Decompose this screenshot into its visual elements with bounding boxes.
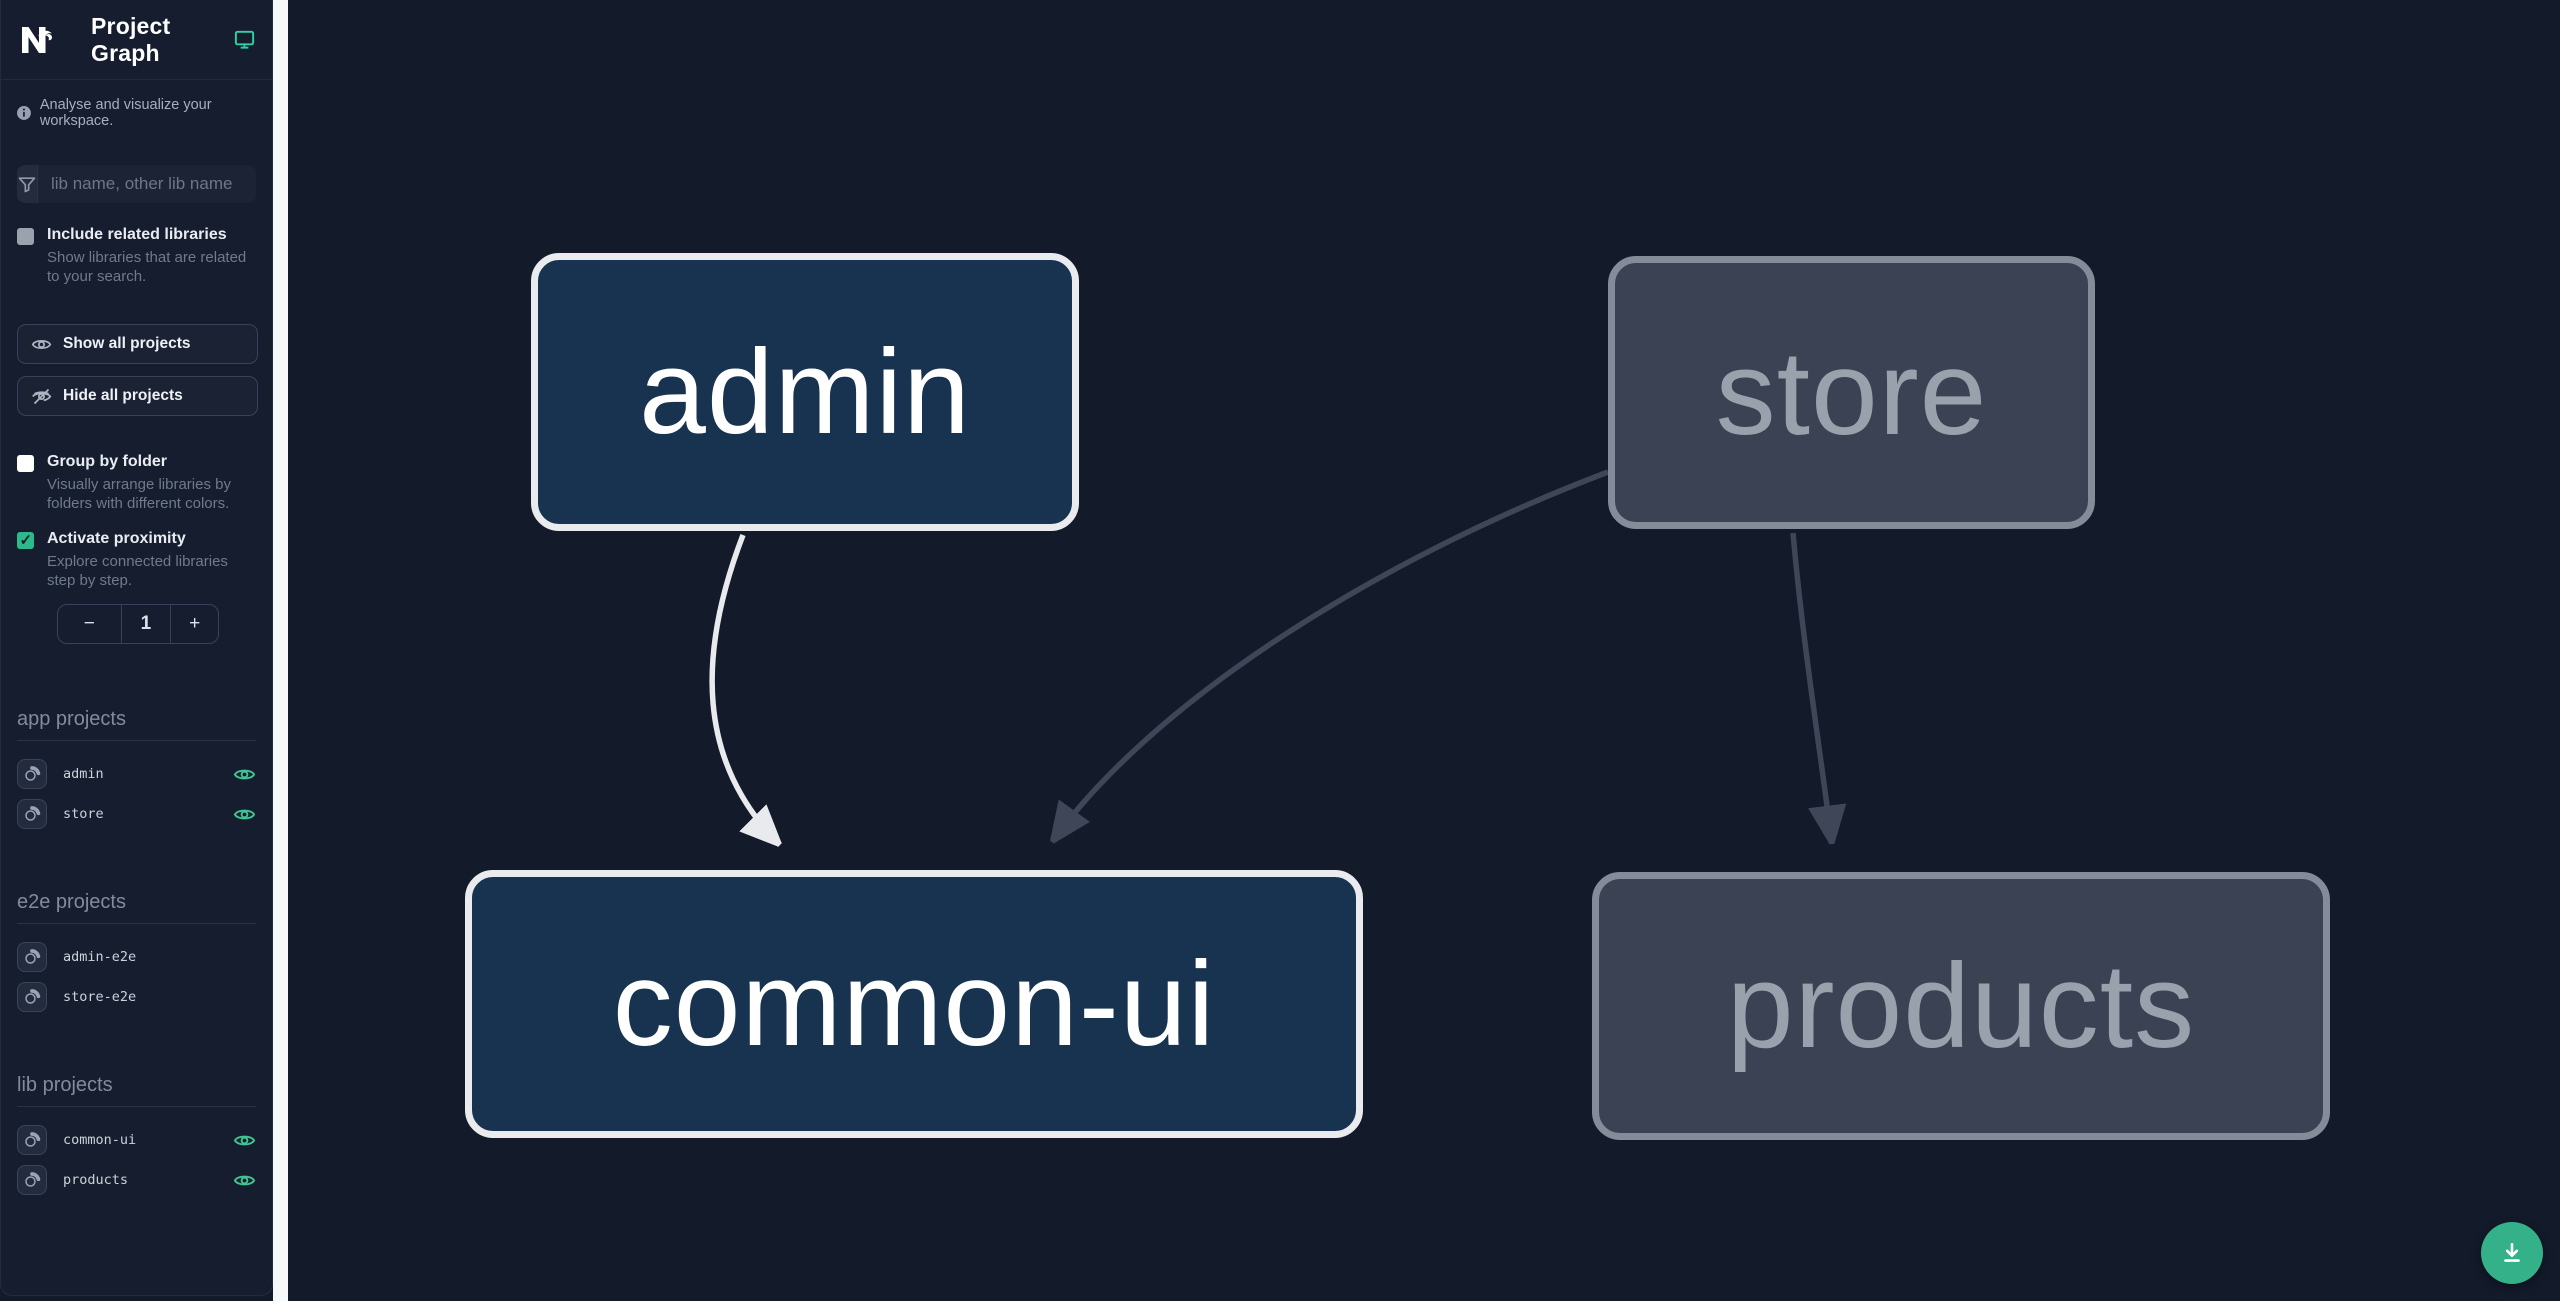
edge-store-to-common-ui: [1052, 469, 1609, 842]
focus-project-button[interactable]: [17, 942, 47, 972]
info-icon: [17, 106, 31, 120]
nx-logo-icon: [22, 26, 53, 53]
project-row-admin: admin: [17, 759, 256, 789]
option-description: Visually arrange libraries by folders wi…: [47, 476, 231, 512]
focus-icon: [25, 989, 41, 1004]
eye-toggle-icon[interactable]: [233, 803, 256, 826]
sidebar: Project Graph Analyse and visualize your…: [0, 0, 273, 1296]
graph-node-admin[interactable]: admin: [531, 253, 1079, 531]
stepper-increment-button[interactable]: +: [170, 605, 218, 643]
project-row-store: store: [17, 799, 256, 829]
node-label: products: [1726, 939, 2196, 1073]
project-row-products: products: [17, 1165, 256, 1195]
graph-node-products[interactable]: products: [1592, 872, 2330, 1140]
hide-all-projects-button[interactable]: Hide all projects: [17, 376, 258, 416]
option-group-by-folder: Group by folder Visually arrange librari…: [17, 452, 256, 513]
search-input[interactable]: [38, 165, 256, 203]
activate-proximity-checkbox[interactable]: [17, 531, 34, 549]
stepper-decrement-button[interactable]: −: [58, 605, 122, 643]
option-label: Group by folder: [47, 453, 167, 470]
eye-toggle-icon[interactable]: [233, 1129, 256, 1152]
include-related-checkbox[interactable]: [17, 228, 34, 245]
node-label: admin: [639, 325, 971, 459]
focus-icon: [25, 1132, 41, 1147]
focus-icon: [25, 949, 41, 964]
focus-icon: [25, 806, 41, 821]
project-row-admin-e2e: admin-e2e: [17, 942, 256, 972]
monitor-icon: [233, 28, 256, 51]
sidebar-header: Project Graph: [1, 0, 272, 80]
group-by-folder-checkbox[interactable]: [17, 455, 34, 472]
download-graph-button[interactable]: [2481, 1222, 2543, 1284]
graph-node-common-ui[interactable]: common-ui: [465, 870, 1363, 1138]
project-name: admin-e2e: [63, 949, 137, 965]
node-label: store: [1715, 325, 1988, 460]
project-name: store-e2e: [63, 989, 137, 1005]
eye-icon: [31, 339, 52, 349]
search-box: [17, 165, 256, 203]
eye-toggle-icon[interactable]: [233, 1169, 256, 1192]
focus-project-button[interactable]: [17, 1165, 47, 1195]
focus-project-button[interactable]: [17, 759, 47, 789]
focus-project-button[interactable]: [17, 982, 47, 1012]
project-name: store: [63, 806, 104, 822]
option-description: Show libraries that are related to your …: [47, 249, 247, 285]
show-all-label: Show all projects: [63, 335, 191, 352]
option-label: Activate proximity: [47, 530, 186, 547]
download-icon: [2504, 1243, 2520, 1262]
focus-project-button[interactable]: [17, 799, 47, 829]
page-title: Project Graph: [91, 12, 171, 66]
tagline-row: Analyse and visualize your workspace.: [1, 80, 272, 129]
hide-all-label: Hide all projects: [63, 387, 183, 404]
option-include-related: Include related libraries Show libraries…: [17, 225, 256, 286]
project-row-store-e2e: store-e2e: [17, 982, 256, 1012]
edge-store-to-products: [1790, 532, 1832, 844]
graph-node-store[interactable]: store: [1608, 256, 2095, 529]
sidebar-canvas-divider: [273, 0, 288, 1301]
project-name: common-ui: [63, 1132, 137, 1148]
option-description: Explore connected libraries step by step…: [47, 553, 228, 589]
show-all-projects-button[interactable]: Show all projects: [17, 324, 258, 364]
project-row-common-ui: common-ui: [17, 1125, 256, 1155]
project-name: products: [63, 1172, 129, 1188]
edge-admin-to-common-ui: [709, 534, 780, 845]
focus-project-button[interactable]: [17, 1125, 47, 1155]
eye-off-icon: [32, 388, 52, 404]
focus-icon: [25, 1172, 41, 1187]
section-title-lib-projects: lib projects: [17, 1074, 256, 1107]
focus-icon: [25, 766, 41, 781]
option-activate-proximity: Activate proximity Explore connected lib…: [17, 529, 256, 590]
node-label: common-ui: [612, 937, 1216, 1071]
eye-toggle-icon[interactable]: [233, 763, 256, 786]
stepper-value: 1: [140, 613, 152, 634]
section-title-e2e-projects: e2e projects: [17, 891, 256, 924]
option-label: Include related libraries: [47, 226, 227, 243]
proximity-stepper: − 1 +: [57, 604, 219, 644]
section-title-app-projects: app projects: [17, 708, 256, 741]
tagline-text: Analyse and visualize your workspace.: [39, 97, 212, 129]
project-name: admin: [63, 766, 104, 782]
filter-funnel-icon: [17, 165, 38, 203]
